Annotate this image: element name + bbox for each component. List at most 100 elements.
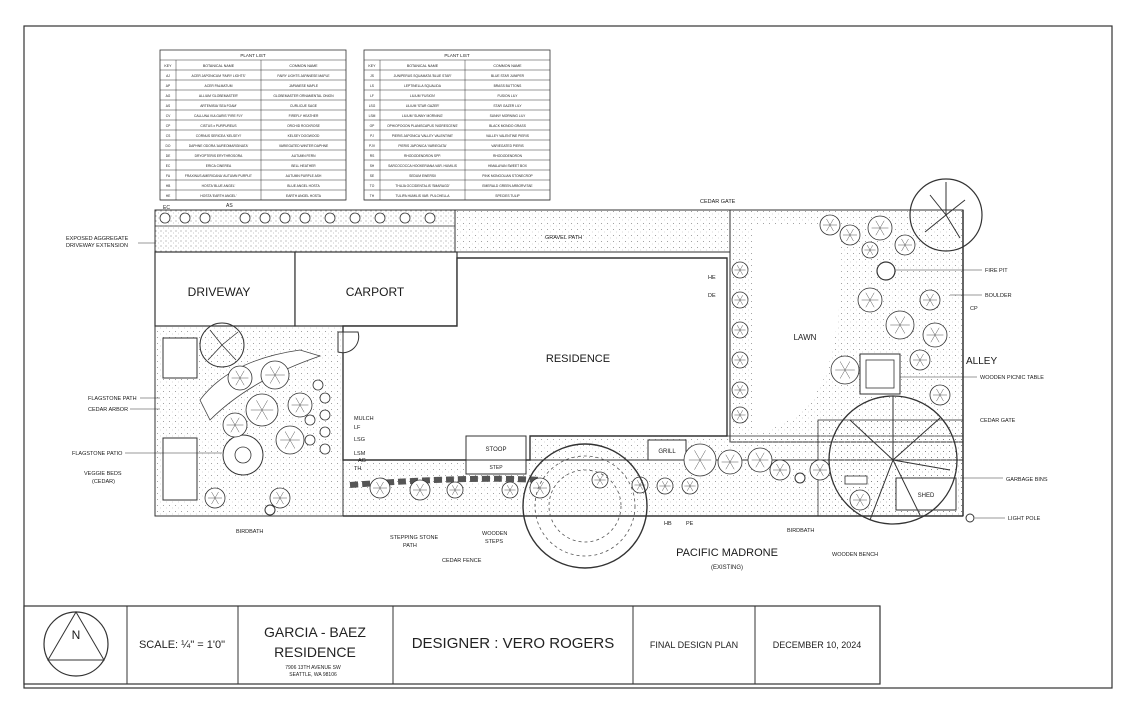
plant-list-cell: BRASS BUTTONS [494, 84, 523, 88]
exposed-aggregate-label: EXPOSED AGGREGATE [66, 236, 129, 242]
project-name-line2: RESIDENCE [274, 644, 356, 660]
picnic-table-label: WOODEN PICNIC TABLE [980, 375, 1044, 381]
birdbath-left [264, 504, 276, 516]
plant-list-cell: VARIEGATED PIERIS [491, 144, 524, 148]
plant-list-cell: CALLUNA VULGARIS 'FIRE FLY' [194, 114, 243, 118]
plant-list-header: KEY [164, 64, 172, 68]
plant-list-cell: AS [166, 104, 171, 108]
plant-list-cell: HOSTA 'BLUE ANGEL' [202, 184, 236, 188]
plant-list-cell: LILIUM 'FUSION' [410, 94, 436, 98]
plant-list-cell: HB [166, 184, 171, 188]
cedar-fence-label: CEDAR FENCE [442, 558, 482, 564]
veggie-beds-label: VEGGIE BEDS [84, 471, 122, 477]
plant-list-cell: OP [370, 124, 376, 128]
th-label: TH [354, 466, 361, 472]
plant-list-cell: CS [166, 134, 171, 138]
plant-list-cell: FA [166, 174, 171, 178]
wooden-steps-sub-label: STEPS [485, 539, 503, 545]
shrub-symbol [304, 434, 316, 446]
plant-list-cell: GLOBEMASTER ORNAMENTAL ONION [273, 94, 334, 98]
plant-list-cell: ARTEMISIA 'SEA FOAM' [200, 104, 237, 108]
scale-label: SCALE: ¼" = 1'0" [139, 639, 225, 651]
plant-list-cell: FRAXINUS AMERICANA 'AUTUMN PURPLE' [185, 174, 253, 178]
plant-list-cell: THUJA OCCIDENTALIS 'SMARAGD' [395, 184, 450, 188]
shrub-symbol [349, 212, 361, 224]
shrub-symbol [259, 212, 271, 224]
address-line2: SEATTLE, WA 98106 [289, 672, 337, 678]
plant-list-cell: CORNUS SERICEA 'KELSEYI' [196, 134, 242, 138]
maple-tree-top-right [909, 178, 983, 252]
plant-list-cell: HIMALAYAN SWEET BOX [488, 164, 528, 168]
plant-list-cell: FUSION LILY [498, 94, 519, 98]
flagstone-patio [222, 434, 264, 476]
plant-list-cell: SEDUM EWERSII [409, 174, 436, 178]
shrub-symbol [319, 426, 331, 438]
plant-list-cell: HE [166, 194, 171, 198]
plant-list-cell: CURLICUE SAGE [290, 104, 318, 108]
plant-list-cell: LF [370, 94, 374, 98]
shrub-symbol [179, 212, 191, 224]
fire-pit-label: FIRE PIT [985, 268, 1008, 274]
plant-list-cell: DAPHNE ODORA 'AUREOMARGINATA' [189, 144, 249, 148]
date-label: DECEMBER 10, 2024 [773, 640, 862, 650]
shrub-symbol [319, 443, 331, 455]
plant-list-cell: PINK MONGOLIAN STONECROP [482, 174, 533, 178]
plant-list-cell: LS [370, 84, 375, 88]
alley-label: ALLEY [966, 356, 997, 367]
plant-list-cell: SUNNY MORNING LILY [490, 114, 527, 118]
plant-list-cell: EARTH ANGEL HOSTA [286, 194, 322, 198]
shrub-symbol [399, 212, 411, 224]
birdbath-right-label: BIRDBATH [787, 528, 814, 534]
veggie-beds-sub-label: (CEDAR) [92, 479, 115, 485]
plant-list-cell: ACER PALMATUM [205, 84, 233, 88]
cedar-gate-right-label: CEDAR GATE [980, 418, 1016, 424]
plant-list-cell: FAIRY LIGHTS JAPANESE MAPLE [277, 74, 330, 78]
plant-list-cell: BLUE ANGEL HOSTA [287, 184, 320, 188]
garbage-bins-label: GARBAGE BINS [1006, 477, 1048, 483]
plant-list-cell: CP [166, 124, 171, 128]
plant-list-cell: LILIUM 'SUNNY MORNING' [402, 114, 444, 118]
japanese-maple-left [199, 322, 245, 368]
plant-list-cell: AJ [166, 74, 170, 78]
plant-list-cell: EMERALD GREEN ARBORVITAE [482, 184, 533, 188]
plant-list-cell: DO [166, 144, 171, 148]
plant-list-title: PLANT LIST [240, 53, 265, 58]
shrub-symbol [304, 414, 316, 426]
wooden-picnic-table [859, 353, 901, 395]
title-block [23, 605, 881, 685]
plant-list-cell: ALLIUM 'GLOBEMASTER' [199, 94, 239, 98]
plant-list-cell: KELSEY DOGWOOD [288, 134, 320, 138]
plant-list-cell: OPHIOPOGON PLANISCAPUS 'NIGRESCENS' [387, 124, 458, 128]
plant-list-cell: EC [166, 164, 171, 168]
plant-list-cell: STAR GAZER LILY [493, 104, 522, 108]
plant-list-cell: JAPANESE MAPLE [289, 84, 319, 88]
plant-list-cell: LILIUM 'STAR GAZER' [406, 104, 440, 108]
plant-list-cell: LEPTINELLA SQUALIDA [404, 84, 442, 88]
shrub-symbols [159, 212, 951, 511]
mulch-label: MULCH [354, 416, 374, 422]
veggie-bed-1 [162, 337, 198, 379]
fire-pit [876, 261, 896, 281]
designer-label: DESIGNER : VERO ROGERS [412, 635, 615, 652]
shrub-symbol [319, 392, 331, 404]
birdbath-left-label: BIRDBATH [236, 529, 263, 535]
plant-list-cell: CV [166, 114, 171, 118]
residence-label: RESIDENCE [546, 353, 610, 365]
plant-list-cell: DRYOPTERIS ERYTHROSORA [195, 154, 243, 158]
plant-list-cell: SH [370, 164, 375, 168]
flagstone-path [199, 349, 322, 421]
plant-list-cell: PJV [369, 144, 376, 148]
shrub-symbol [299, 212, 311, 224]
lawn-label: LAWN [794, 333, 817, 342]
wooden-bench-label: WOODEN BENCH [832, 552, 878, 558]
wooden-bench [844, 475, 868, 485]
plant-list-cell: PIERIS JAPONICA 'VALLEY VALENTINE' [392, 134, 454, 138]
plant-list-cell: AUTUMN PURPLE ASH [286, 174, 322, 178]
step-label: STEP [489, 465, 503, 471]
shrub-symbol [319, 409, 331, 421]
shrub-symbol [239, 212, 251, 224]
cp-callout-label: CP [970, 306, 978, 312]
plant-list-cell: VALLEY VALENTINE PIERIS [486, 134, 530, 138]
plant-list-cell: PJ [370, 134, 374, 138]
